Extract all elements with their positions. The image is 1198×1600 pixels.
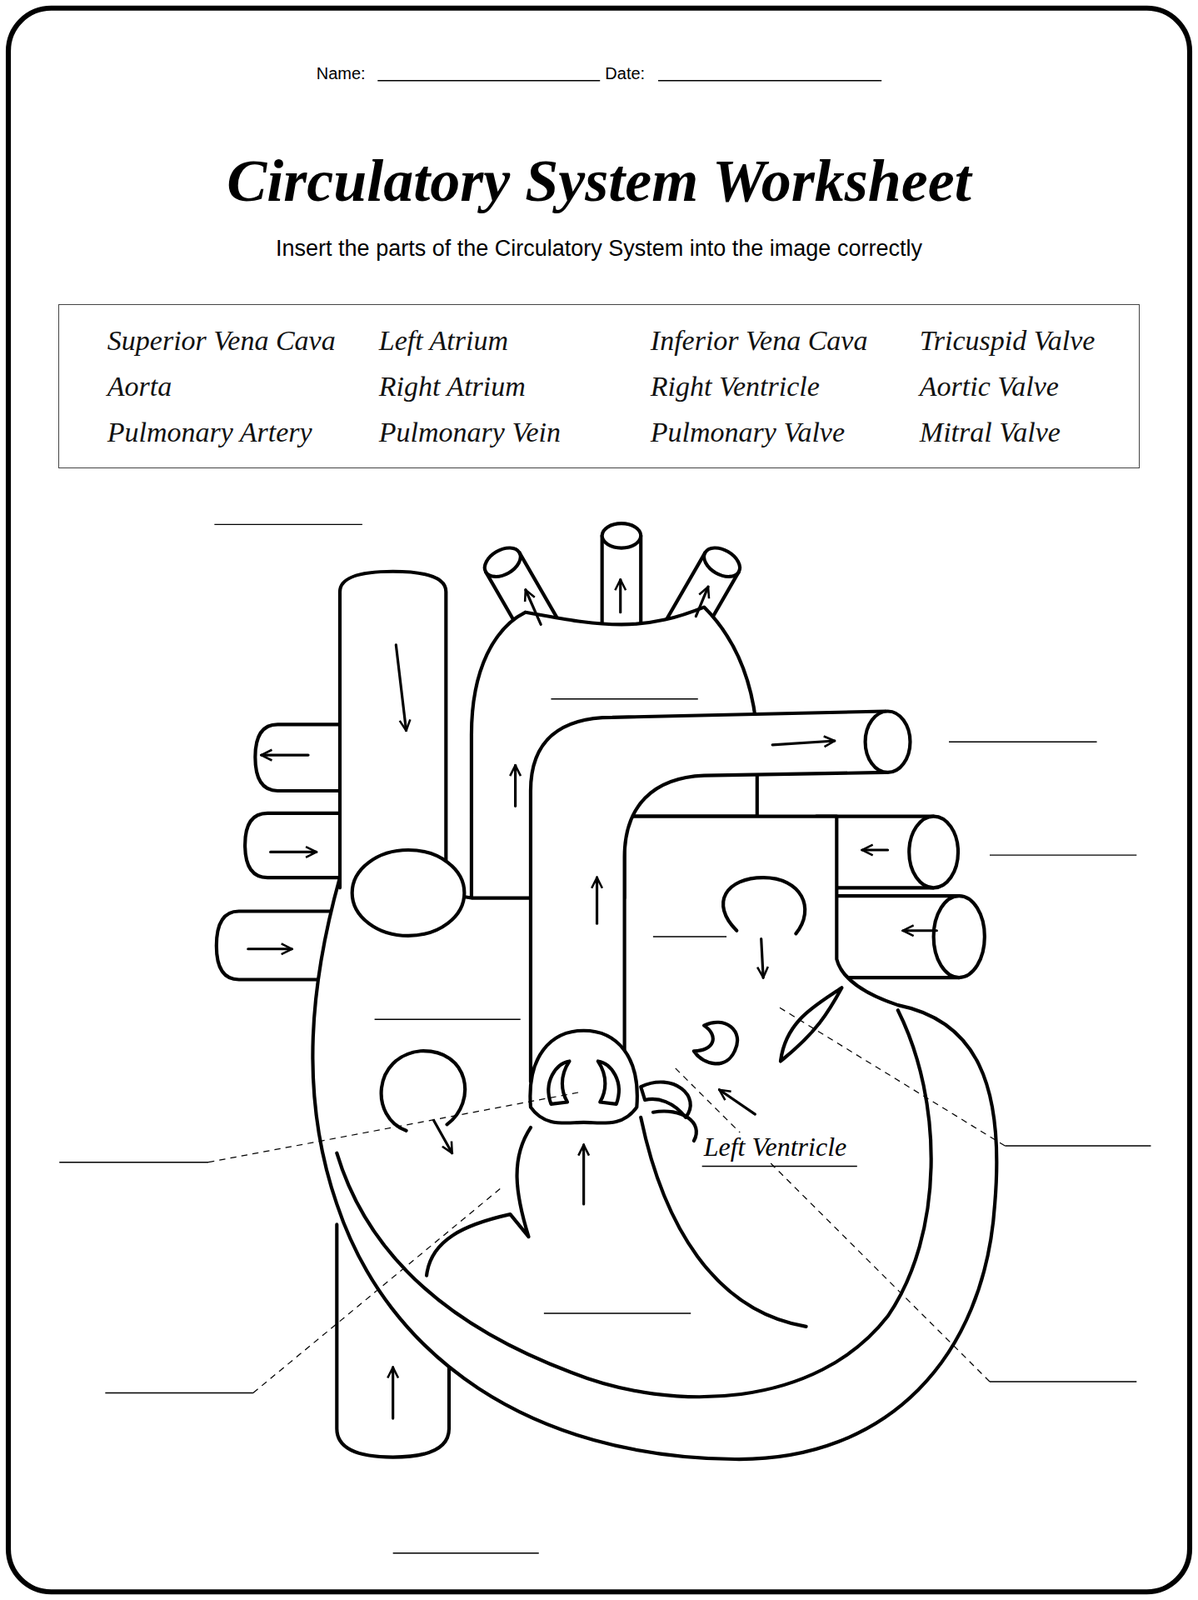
flow-arrow <box>595 877 599 924</box>
mitral-leaflet <box>780 987 842 1061</box>
flow-arrow <box>248 947 293 950</box>
pulmonary-vein-end <box>908 816 959 889</box>
flow-arrow <box>270 850 317 854</box>
leader-line <box>208 1091 582 1162</box>
form-label: Name: <box>316 64 366 83</box>
answer-line <box>374 1018 521 1020</box>
aortic-branch-end <box>698 541 745 583</box>
answer-line <box>1004 1144 1151 1146</box>
word-bank-term: Superior Vena Cava <box>107 317 380 364</box>
answer-line <box>544 1312 691 1313</box>
date-line <box>658 79 882 81</box>
answer-line <box>214 524 363 525</box>
aortic-valve-leaflet <box>653 1111 697 1141</box>
flow-arrow <box>261 753 309 757</box>
aortic-branch-end <box>602 523 642 548</box>
answer-line <box>59 1161 209 1163</box>
atrium-flow <box>723 877 805 934</box>
valve-leaflet <box>598 1060 619 1104</box>
pulmonary-artery-end <box>865 710 911 772</box>
form-label: Date: <box>604 64 645 83</box>
flow-arrow <box>618 579 622 613</box>
word-bank-term: Right Atrium <box>379 363 651 410</box>
flow-arrow <box>772 740 835 745</box>
word-bank-box: Superior Vena CavaLeft AtriumInferior Ve… <box>58 304 1140 469</box>
flow-arrow <box>761 938 764 979</box>
word-bank-term: Left Atrium <box>379 317 651 364</box>
flow-arrow <box>695 586 709 617</box>
mitral-valve <box>693 1022 738 1064</box>
word-bank-term: Pulmonary Vein <box>379 409 651 455</box>
flow-arrow <box>391 1367 395 1418</box>
worksheet-title: Circulatory System Worksheet <box>226 148 971 215</box>
word-bank-term: Pulmonary Artery <box>107 409 380 455</box>
name-line <box>377 79 600 81</box>
pulmonary-branch <box>244 813 353 878</box>
page-frame <box>8 8 1190 1592</box>
answer-line <box>989 853 1137 855</box>
tricuspid-leaflet <box>426 1127 531 1276</box>
word-bank-term: Right Ventricle <box>650 363 920 410</box>
answer-line <box>989 1380 1137 1382</box>
flow-arrow <box>514 764 517 806</box>
pulmonary-valve <box>529 1030 637 1124</box>
leader-line <box>673 1066 990 1382</box>
answer-line <box>702 1165 858 1167</box>
word-bank-term: Aortic Valve <box>919 363 1139 410</box>
word-bank-term: Mitral Valve <box>919 409 1139 455</box>
superior-vena-cava <box>339 571 446 889</box>
pulmonary-branch <box>254 723 352 791</box>
flow-arrow <box>718 1089 755 1114</box>
atrium-opening <box>352 849 465 936</box>
heart-outline <box>312 816 997 1459</box>
atrium-flow <box>381 1050 466 1131</box>
pulmonary-vein-end <box>933 895 985 978</box>
flow-arrow <box>582 1144 585 1204</box>
leader-line <box>253 1188 500 1393</box>
instruction-text: Insert the parts of the Circulatory Syst… <box>275 236 923 262</box>
answer-line <box>393 1552 540 1553</box>
answer-line <box>653 935 727 937</box>
answer-line <box>550 698 698 699</box>
word-bank-term: Aorta <box>107 363 380 410</box>
word-bank-term: Tricuspid Valve <box>919 317 1139 364</box>
flow-arrow <box>395 644 406 731</box>
word-bank-term: Pulmonary Valve <box>650 409 920 455</box>
answer-line <box>948 740 1098 742</box>
flow-arrow <box>525 589 541 625</box>
flow-arrow <box>862 848 889 851</box>
answer-line <box>104 1392 254 1393</box>
flow-arrow <box>903 928 937 932</box>
ventricle-wall <box>336 1009 931 1397</box>
flow-arrow <box>434 1119 453 1153</box>
leader-line <box>775 1004 1006 1146</box>
aortic-branch-end <box>479 541 526 583</box>
part-label: Left Ventricle <box>702 1132 849 1162</box>
pulmonary-trunk <box>530 710 886 1081</box>
word-bank-term: Inferior Vena Cava <box>650 317 920 364</box>
